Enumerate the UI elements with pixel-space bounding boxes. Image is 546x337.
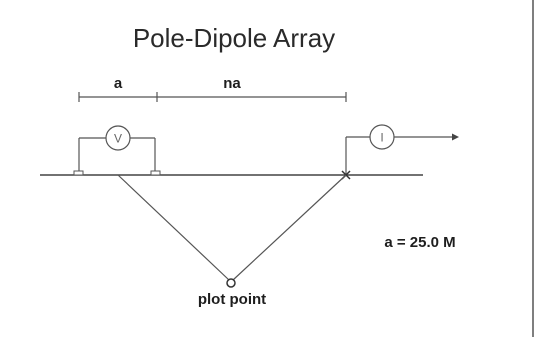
spacing-value: a = 25.0 M — [384, 234, 455, 251]
current-meter-label: I — [380, 131, 383, 145]
plot-point-marker — [226, 278, 236, 288]
current-meter-symbol — [369, 124, 395, 150]
spacing-label-na: na — [223, 75, 241, 92]
spacing-dimension — [78, 92, 347, 102]
voltmeter-circuit — [78, 137, 156, 173]
projection-line-right — [232, 174, 347, 281]
potential-electrode-m — [73, 170, 84, 176]
voltmeter-label: V — [114, 132, 122, 146]
projection-line-left — [117, 174, 230, 281]
diagram-title: Pole-Dipole Array — [133, 23, 335, 53]
current-arrow-icon — [452, 133, 459, 141]
current-circuit — [345, 136, 452, 174]
spacing-label-a: a — [114, 75, 123, 92]
voltmeter-symbol — [105, 125, 131, 151]
plot-point-label: plot point — [198, 291, 266, 308]
plot-point-projection — [117, 174, 347, 281]
potential-electrode-n — [150, 170, 161, 176]
